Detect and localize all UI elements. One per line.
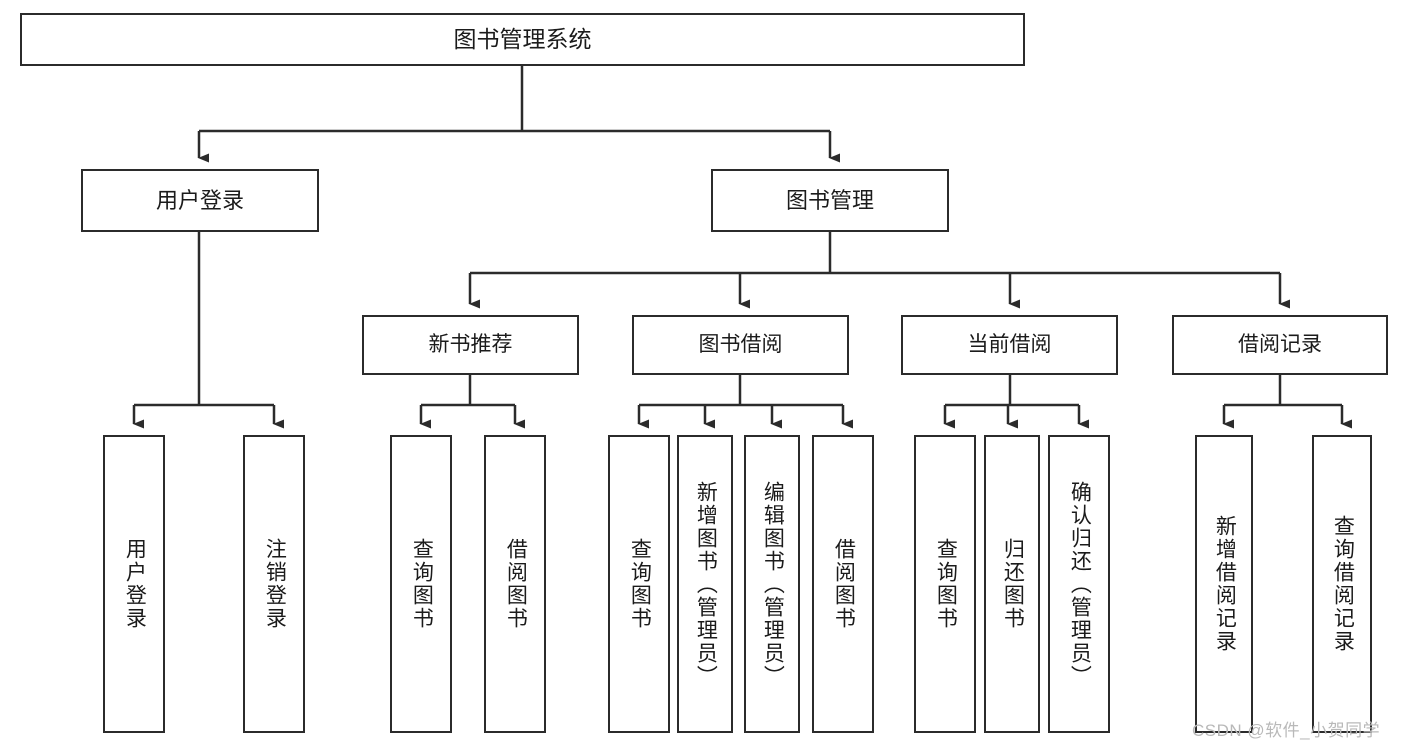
node-label: 当前借阅: [967, 332, 1052, 356]
node-label: 图书借阅: [698, 332, 783, 356]
node-label: 查询借阅记录: [1331, 515, 1355, 653]
leaf-user-login[interactable]: 用户登录: [103, 435, 165, 733]
leaf-query-borrow-record[interactable]: 查询借阅记录: [1312, 435, 1372, 733]
node-label: 编辑图书（管理员）: [761, 480, 785, 688]
node-label: 用户登录: [123, 538, 147, 630]
node-label: 归还图书: [1001, 538, 1025, 630]
node-borrow-records[interactable]: 借阅记录: [1172, 315, 1388, 375]
node-label: 查询图书: [628, 538, 652, 630]
leaf-borrow-books[interactable]: 借阅图书: [812, 435, 874, 733]
node-book-borrowing[interactable]: 图书借阅: [632, 315, 849, 375]
node-label: 借阅记录: [1238, 332, 1322, 356]
node-label: 图书管理系统: [453, 25, 592, 52]
node-root-book-management-system[interactable]: 图书管理系统: [20, 13, 1025, 66]
node-label: 查询图书: [934, 538, 958, 630]
node-label: 新书推荐: [428, 332, 513, 356]
leaf-add-borrow-record[interactable]: 新增借阅记录: [1195, 435, 1253, 733]
leaf-query-books-current[interactable]: 查询图书: [914, 435, 976, 733]
leaf-add-book-admin[interactable]: 新增图书（管理员）: [677, 435, 733, 733]
node-label: 借阅图书: [832, 538, 856, 630]
leaf-borrow-books-recommendation[interactable]: 借阅图书: [484, 435, 546, 733]
leaf-confirm-return-admin[interactable]: 确认归还（管理员）: [1048, 435, 1110, 733]
node-book-management[interactable]: 图书管理: [711, 169, 949, 232]
leaf-logout[interactable]: 注销登录: [243, 435, 305, 733]
node-current-borrowing[interactable]: 当前借阅: [901, 315, 1118, 375]
node-label: 查询图书: [410, 538, 434, 630]
node-label: 新增借阅记录: [1213, 515, 1237, 653]
node-label: 新增图书（管理员）: [694, 480, 718, 688]
leaf-return-books[interactable]: 归还图书: [984, 435, 1040, 733]
leaf-query-books-borrowing[interactable]: 查询图书: [608, 435, 670, 733]
node-label: 注销登录: [263, 538, 287, 630]
leaf-edit-book-admin[interactable]: 编辑图书（管理员）: [744, 435, 800, 733]
node-label: 确认归还（管理员）: [1068, 480, 1092, 688]
node-user-login[interactable]: 用户登录: [81, 169, 319, 232]
node-label: 用户登录: [155, 187, 244, 213]
watermark-text: CSDN @软件_小贺同学: [1192, 721, 1381, 740]
node-new-book-recommendation[interactable]: 新书推荐: [362, 315, 579, 375]
node-label: 借阅图书: [504, 538, 528, 630]
leaf-query-books-recommendation[interactable]: 查询图书: [390, 435, 452, 733]
node-label: 图书管理: [785, 187, 874, 213]
